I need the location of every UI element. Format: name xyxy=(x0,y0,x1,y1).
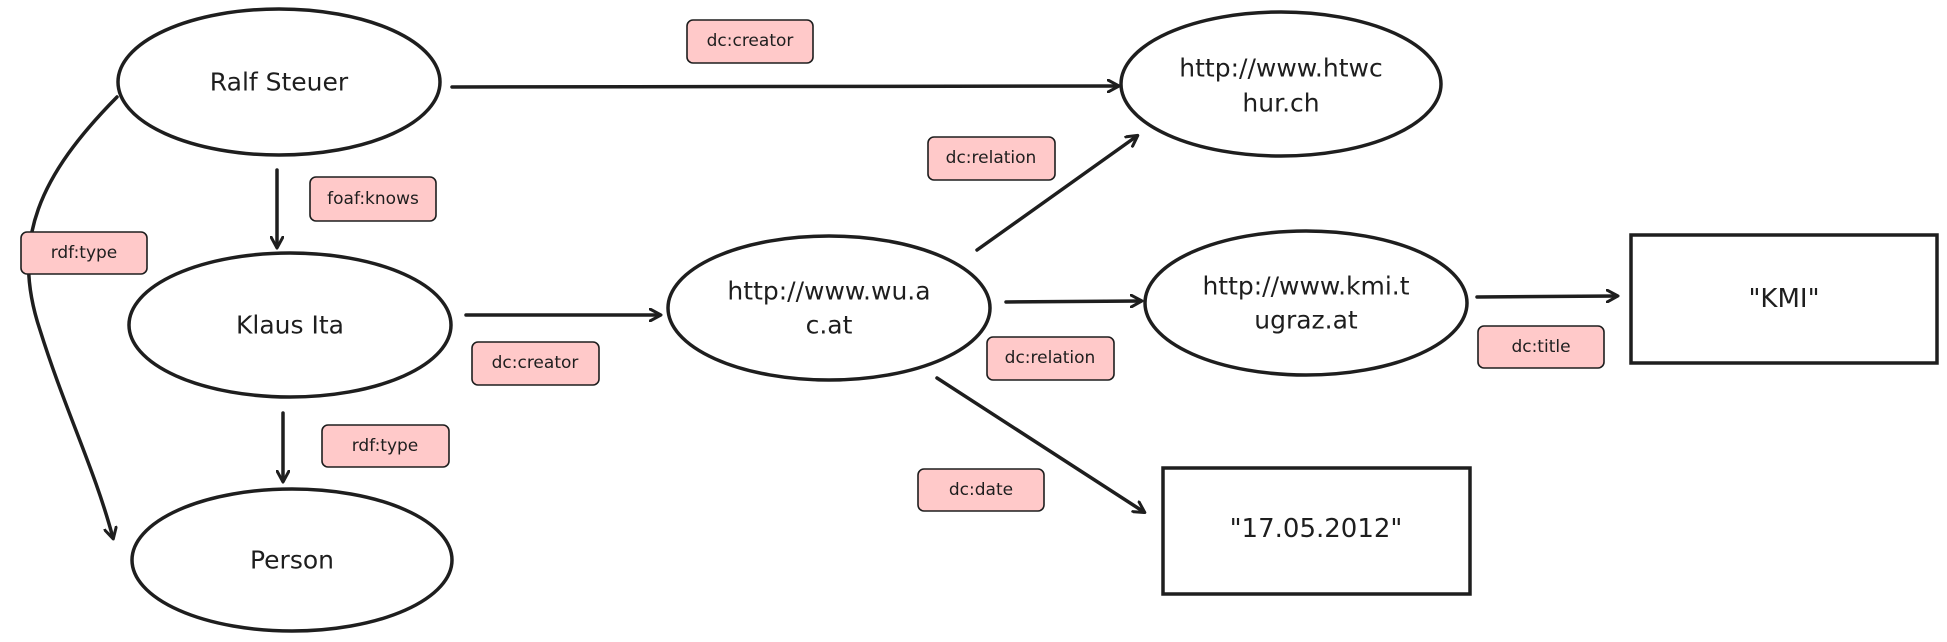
edge-ralf-type-person xyxy=(26,95,119,538)
node-wu-uri-line1: http://www.wu.a xyxy=(727,277,930,306)
node-kmi-title-literal: "KMI" xyxy=(1629,233,1939,365)
label-wu-relation-kmi-text: dc:relation xyxy=(1005,348,1096,368)
edge-wu-date-literal xyxy=(935,376,1144,512)
label-klaus-type-text: rdf:type xyxy=(352,436,419,456)
label-ralf-knows: foaf:knows xyxy=(309,176,437,222)
label-ralf-creator-text: dc:creator xyxy=(707,31,794,51)
edge-wu-relation-htwchur xyxy=(975,136,1137,252)
node-person: Person xyxy=(130,487,454,633)
label-kmi-title-text: dc:title xyxy=(1511,337,1570,357)
label-ralf-knows-text: foaf:knows xyxy=(327,189,419,209)
edge-labels: dc:creator foaf:knows rdf:type dc:creato… xyxy=(20,19,1605,512)
node-date-literal-label: "17.05.2012" xyxy=(1230,514,1403,544)
node-wu-uri-line2: c.at xyxy=(806,311,853,340)
node-date-literal: "17.05.2012" xyxy=(1161,466,1472,596)
node-htwchur-uri-line1: http://www.htwc xyxy=(1179,54,1382,83)
node-htwchur-uri: http://www.htwc hur.ch xyxy=(1119,10,1443,158)
edge-ralf-creator-htwchur xyxy=(450,86,1118,87)
label-wu-relation-htwchur: dc:relation xyxy=(927,136,1056,181)
label-wu-date: dc:date xyxy=(917,468,1045,512)
node-ralf-steuer-label: Ralf Steuer xyxy=(210,68,349,97)
label-klaus-type: rdf:type xyxy=(321,424,450,468)
node-kmi-uri-line2: ugraz.at xyxy=(1254,306,1358,335)
node-wu-uri: http://www.wu.a c.at xyxy=(666,234,992,382)
node-klaus-ita-label: Klaus Ita xyxy=(236,311,344,340)
label-wu-date-text: dc:date xyxy=(949,480,1013,500)
nodes: Ralf Steuer Klaus Ita Person http://www.… xyxy=(116,7,1939,633)
label-ralf-type-text: rdf:type xyxy=(51,243,118,263)
node-kmi-uri-line1: http://www.kmi.t xyxy=(1202,272,1409,301)
label-klaus-creator-text: dc:creator xyxy=(492,353,579,373)
label-ralf-creator: dc:creator xyxy=(686,19,814,64)
node-kmi-uri: http://www.kmi.t ugraz.at xyxy=(1143,229,1469,377)
edges xyxy=(26,86,1617,538)
label-ralf-type: rdf:type xyxy=(20,231,148,275)
label-kmi-title: dc:title xyxy=(1477,325,1605,369)
label-wu-relation-htwchur-text: dc:relation xyxy=(946,148,1037,168)
node-klaus-ita: Klaus Ita xyxy=(127,251,453,399)
edge-wu-relation-kmi xyxy=(1004,301,1141,302)
node-htwchur-uri-line2: hur.ch xyxy=(1242,89,1319,118)
label-wu-relation-kmi: dc:relation xyxy=(986,336,1115,381)
node-person-label: Person xyxy=(250,546,334,575)
node-ralf-steuer: Ralf Steuer xyxy=(116,7,442,157)
node-kmi-title-literal-label: "KMI" xyxy=(1748,284,1819,314)
edge-kmi-title-literal xyxy=(1475,296,1617,297)
label-klaus-creator: dc:creator xyxy=(471,341,600,386)
